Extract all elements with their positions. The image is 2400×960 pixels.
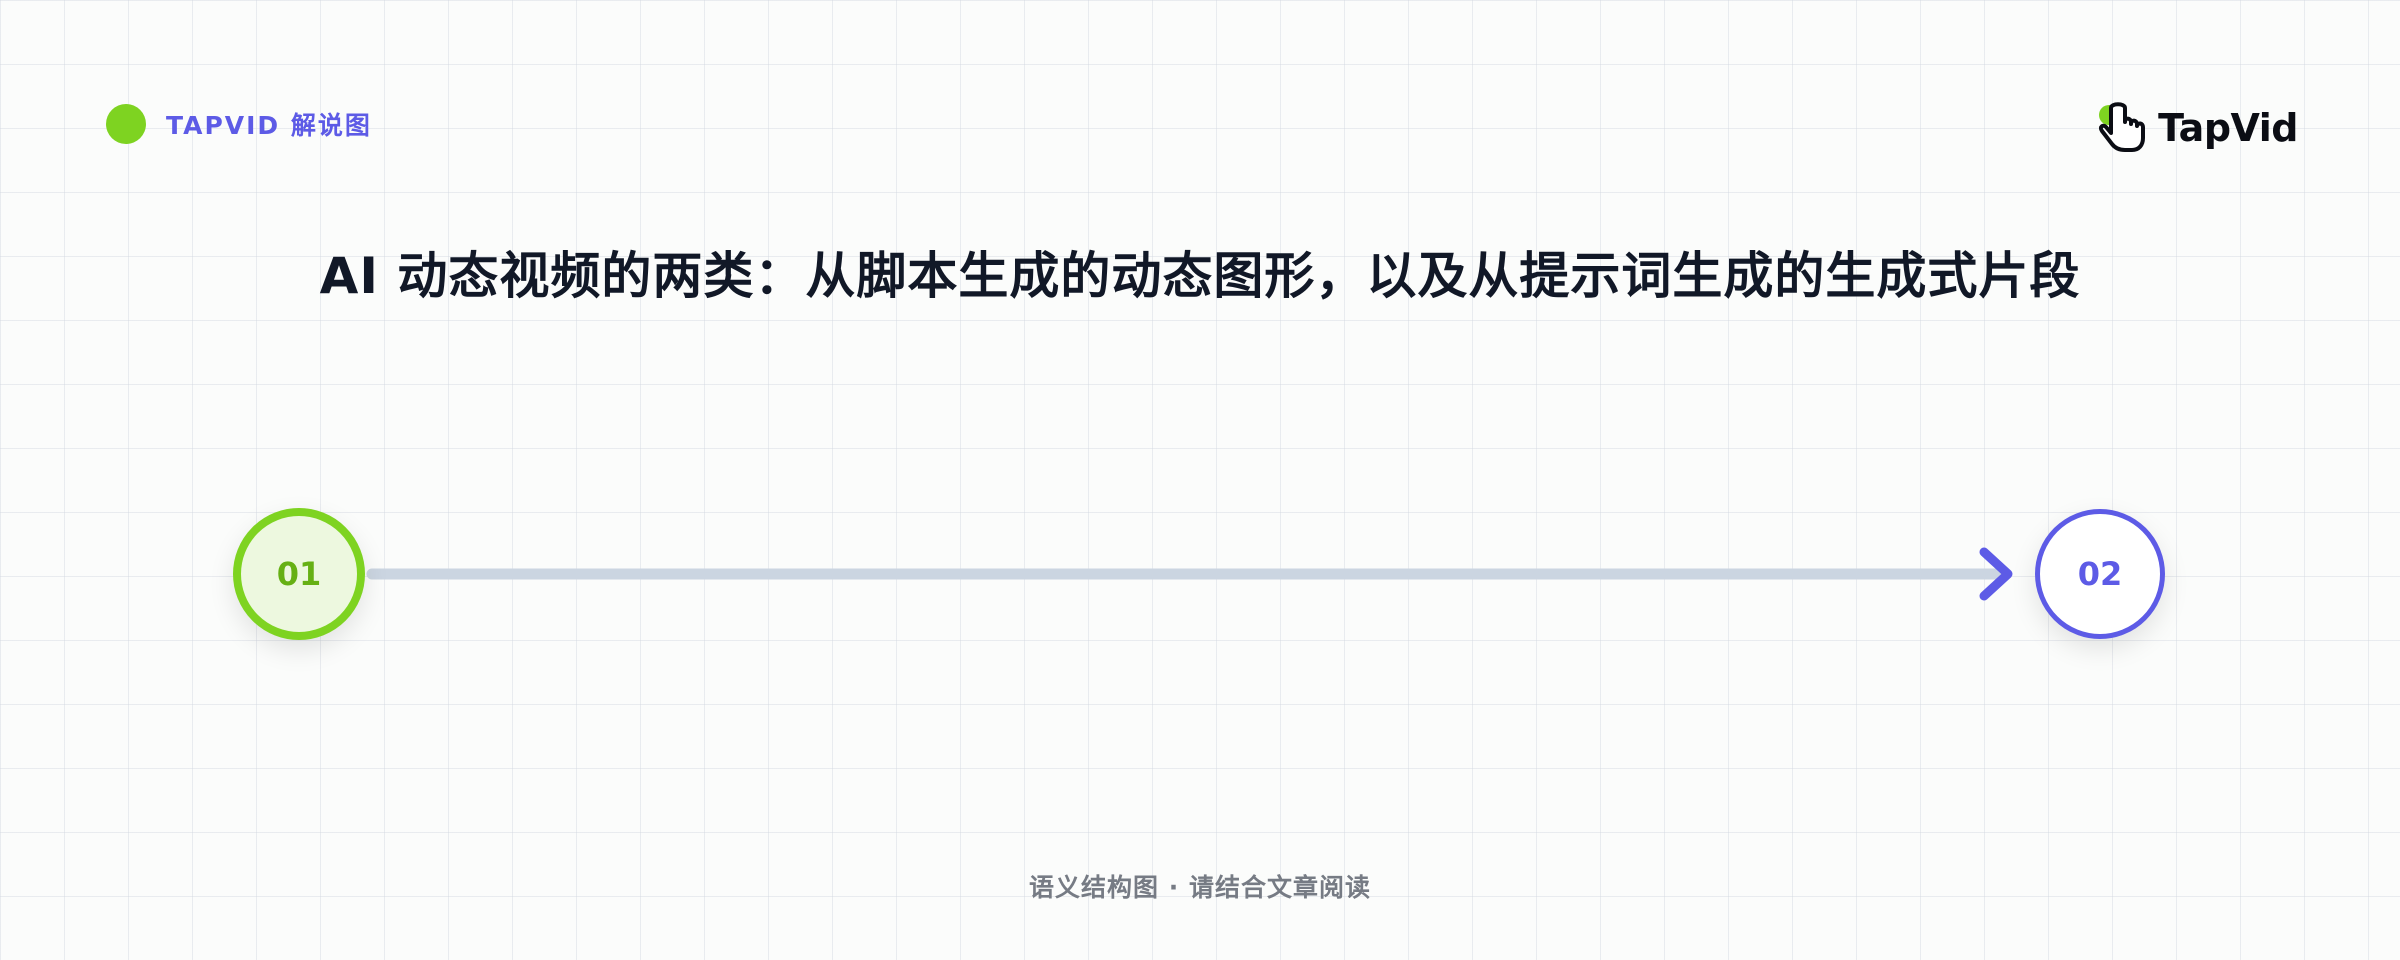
step-node-02: 02 bbox=[2035, 509, 2165, 639]
pointer-hand-icon bbox=[2099, 102, 2146, 152]
page-title: AI 动态视频的两类：从脚本生成的动态图形，以及从提示词生成的生成式片段 bbox=[319, 247, 2081, 305]
brand-dot bbox=[106, 104, 146, 144]
step-node-02-label: 02 bbox=[2077, 555, 2123, 593]
step-node-01-label: 01 bbox=[276, 555, 322, 593]
footer-caption: 语义结构图 · 请结合文章阅读 bbox=[1029, 873, 1371, 902]
tapvid-logo[interactable]: TapVid bbox=[2094, 100, 2298, 156]
logo-text: TapVid bbox=[2158, 106, 2298, 150]
brand-tag-text: TAPVID 解说图 bbox=[166, 111, 372, 140]
connector-arrowhead bbox=[1979, 547, 2013, 601]
brand-tag-group: TAPVID 解说图 bbox=[106, 104, 372, 144]
step-node-01: 01 bbox=[233, 508, 365, 640]
